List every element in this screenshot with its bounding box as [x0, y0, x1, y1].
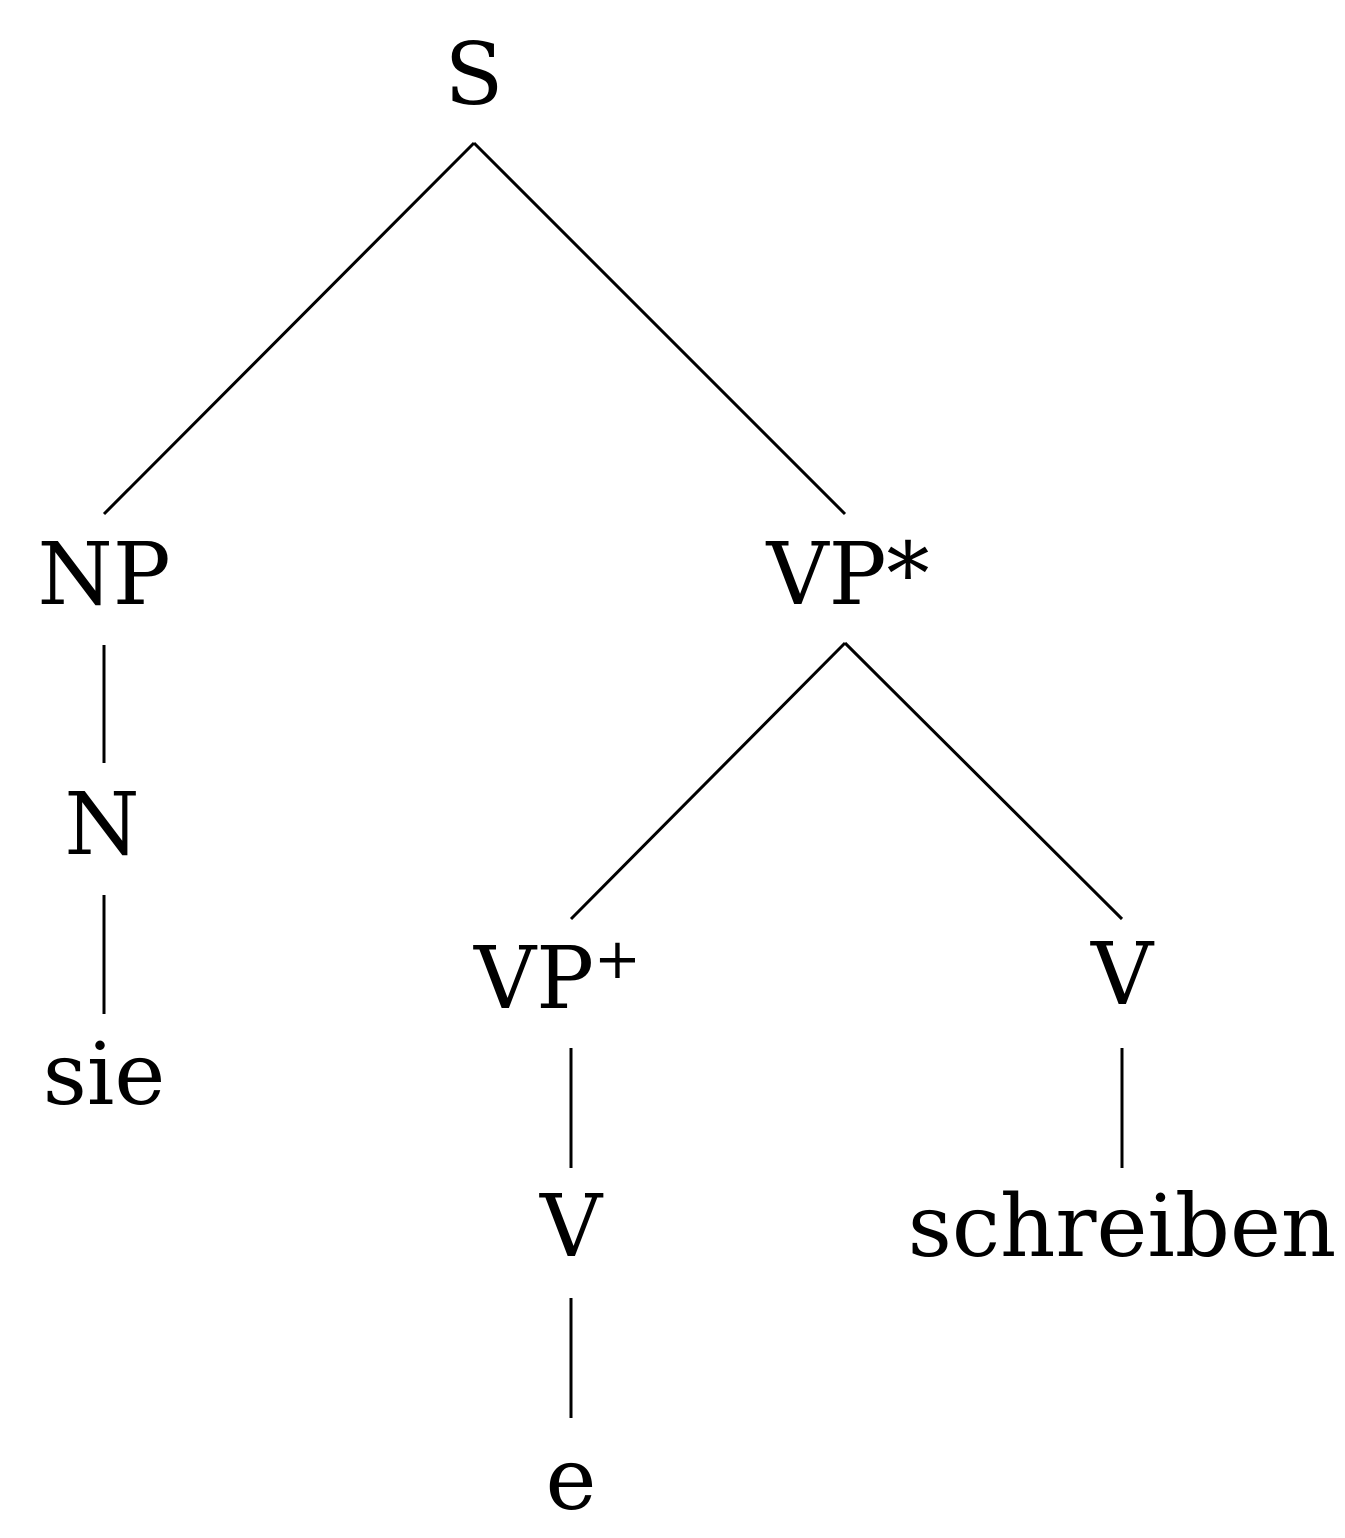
node-v-right: V: [1090, 925, 1155, 1025]
node-s: S: [445, 25, 504, 125]
node-sie: sie: [43, 1025, 166, 1125]
node-vp-plus: VP+: [473, 927, 641, 1029]
edge-vp-star-v: [843, 641, 1124, 921]
edge-s-vp-star: [472, 141, 847, 516]
node-np: NP: [37, 525, 170, 625]
edge-s-np: [102, 141, 476, 516]
node-v-left: V: [539, 1177, 604, 1277]
node-n: N: [64, 775, 139, 875]
node-schreiben: schreiben: [908, 1177, 1337, 1277]
node-vp-plus-superscript: +: [594, 927, 641, 992]
node-vp-plus-label: VP: [473, 929, 594, 1029]
node-vp-star: VP*: [766, 525, 930, 625]
edge-vp-star-vp-plus: [569, 641, 847, 921]
node-e: e: [546, 1430, 597, 1530]
